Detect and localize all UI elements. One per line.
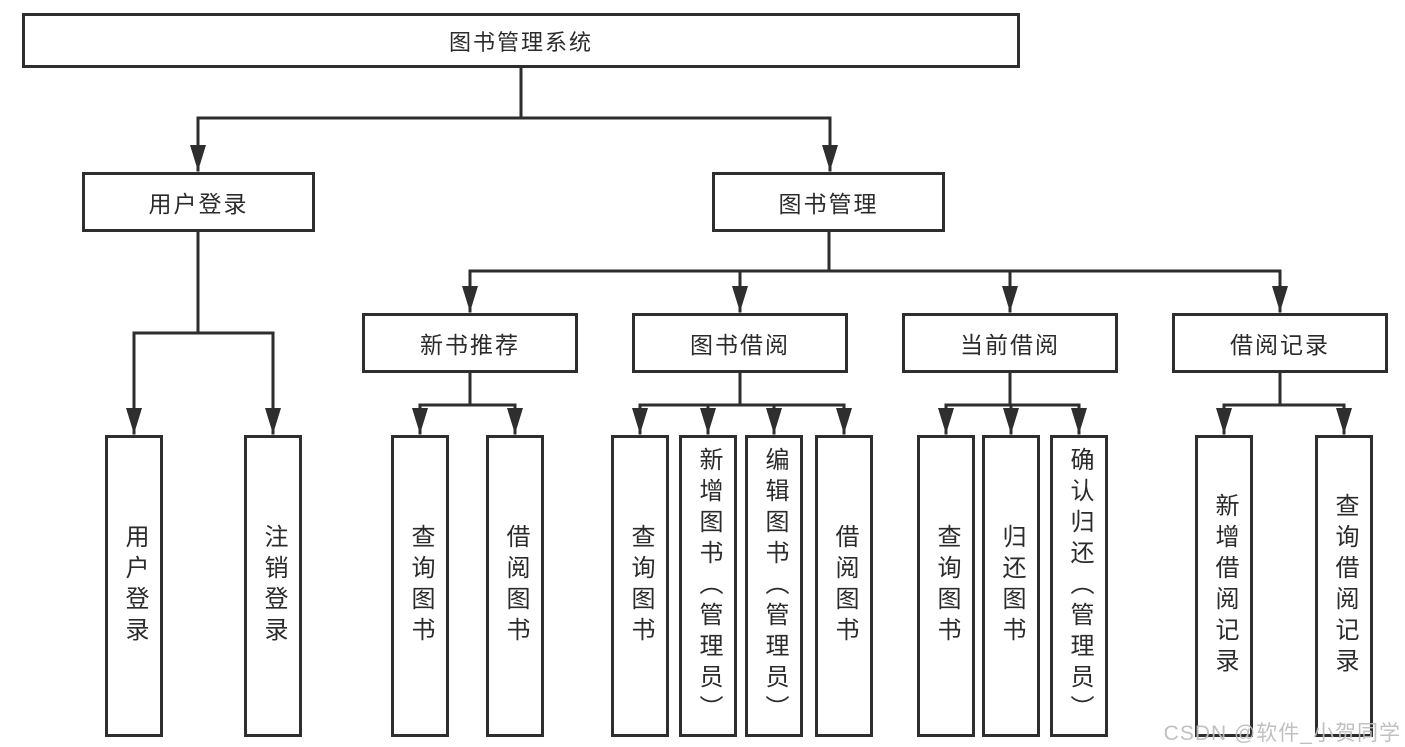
leaf-add-book-admin: 新增图书（管理员）: [679, 435, 737, 737]
node-label: 图书管理系统: [448, 29, 593, 55]
node-new-book-recommendation: 新书推荐: [362, 313, 578, 373]
leaf-query-borrow-record: 查询借阅记录: [1315, 435, 1373, 737]
node-label: 图书管理: [778, 191, 879, 217]
node-label: 图书借阅: [690, 332, 790, 358]
node-label: 新增借阅记录: [1211, 493, 1238, 679]
node-label: 借阅图书: [502, 524, 529, 648]
csdn-watermark: CSDN @软件_小贺同学: [1163, 722, 1401, 745]
node-label: 当前借阅: [960, 332, 1060, 358]
node-label: 用户登录: [148, 191, 249, 217]
node-label: 查询图书: [627, 524, 654, 648]
node-label: 查询图书: [407, 524, 434, 648]
leaf-user-login: 用户登录: [105, 435, 163, 737]
node-label: 借阅图书: [831, 524, 858, 648]
leaf-query-books-current: 查询图书: [917, 435, 975, 737]
node-label: 借阅记录: [1230, 332, 1330, 358]
node-label: 归还图书: [998, 524, 1025, 648]
leaf-query-books-borrowing: 查询图书: [611, 435, 669, 737]
node-library-management-system: 图书管理系统: [22, 13, 1020, 68]
node-book-management: 图书管理: [712, 172, 945, 232]
node-label: 新书推荐: [420, 332, 520, 358]
node-label: 编辑图书（管理员）: [761, 446, 788, 726]
node-book-borrowing: 图书借阅: [632, 313, 848, 373]
leaf-add-borrow-record: 新增借阅记录: [1195, 435, 1253, 737]
node-label: 查询图书: [933, 524, 960, 648]
node-borrowing-records: 借阅记录: [1172, 313, 1388, 373]
leaf-query-books-recommend: 查询图书: [391, 435, 449, 737]
node-label: 确认归还（管理员）: [1066, 446, 1093, 726]
leaf-confirm-return-admin: 确认归还（管理员）: [1050, 435, 1108, 737]
node-label: 注销登录: [260, 524, 287, 648]
leaf-logout: 注销登录: [244, 435, 302, 737]
node-label: 查询借阅记录: [1331, 493, 1358, 679]
leaf-borrow-books-recommend: 借阅图书: [486, 435, 544, 737]
leaf-borrow-books-borrowing: 借阅图书: [815, 435, 873, 737]
node-user-login: 用户登录: [82, 172, 315, 232]
leaf-edit-book-admin: 编辑图书（管理员）: [745, 435, 803, 737]
node-current-borrowing: 当前借阅: [902, 313, 1118, 373]
node-label: 新增图书（管理员）: [695, 446, 722, 726]
node-label: 用户登录: [121, 524, 148, 648]
leaf-return-books: 归还图书: [982, 435, 1040, 737]
connector-bus: [132, 66, 1346, 407]
